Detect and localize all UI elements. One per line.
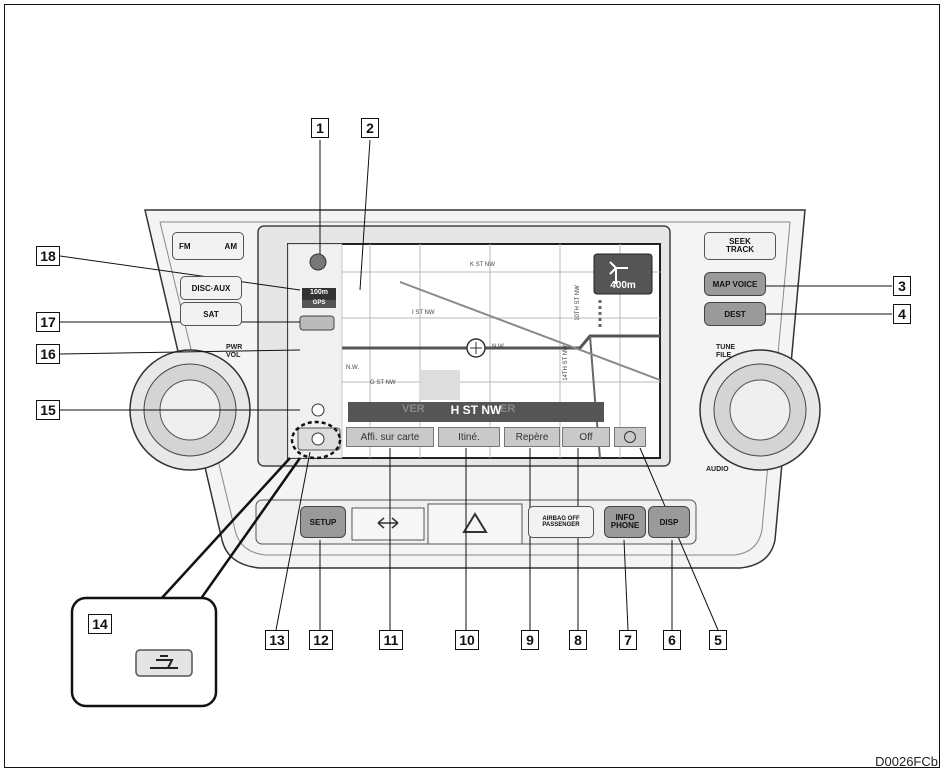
show-on-map-button[interactable]: Affi. sur carte — [346, 427, 434, 447]
street-label: N.W. — [492, 344, 505, 350]
street-label: 14TH ST NW — [562, 345, 569, 381]
audio-label: AUDIO — [706, 466, 729, 473]
route-button[interactable]: Itiné. — [438, 427, 500, 447]
disc-aux-button[interactable]: DISC·AUX — [180, 276, 242, 300]
callout-5: 5 — [709, 630, 727, 650]
callout-13: 13 — [265, 630, 289, 650]
bg-street-right: ER — [500, 403, 516, 415]
disp-button[interactable]: DISP — [648, 506, 690, 538]
callout-10: 10 — [455, 630, 479, 650]
callout-9: 9 — [521, 630, 539, 650]
street-label: N.W. — [346, 365, 359, 371]
am-label: AM — [224, 241, 237, 251]
fm-label: FM — [179, 241, 191, 251]
pwr-vol-label: PWR VOL — [226, 344, 243, 359]
turn-distance: 400m — [610, 280, 636, 291]
gps-label: GPS — [312, 300, 326, 306]
off-button[interactable]: Off — [562, 427, 610, 447]
callout-7: 7 — [619, 630, 637, 650]
callout-6: 6 — [663, 630, 681, 650]
sat-button[interactable]: SAT — [180, 302, 242, 326]
callout-2: 2 — [361, 118, 379, 138]
street-banner: H ST NW — [450, 403, 502, 417]
callout-18: 18 — [36, 246, 60, 266]
callout-11: 11 — [379, 630, 403, 650]
info-phone-button[interactable]: INFO PHONE — [604, 506, 646, 538]
street-label: 10TH ST NW — [574, 285, 581, 321]
street-label: K ST NW — [470, 262, 495, 268]
map-scale: 100m — [310, 289, 328, 296]
callout-15: 15 — [36, 400, 60, 420]
marker-button[interactable]: Repère — [504, 427, 560, 447]
figure-code: D0026FCb — [875, 754, 938, 769]
setup-button[interactable]: SETUP — [300, 506, 346, 538]
dest-button[interactable]: DEST — [704, 302, 766, 326]
figure-frame — [4, 4, 940, 768]
callout-17: 17 — [36, 312, 60, 332]
street-label: G ST NW — [370, 380, 396, 386]
tune-file-label: TUNE FILE — [716, 344, 736, 359]
bg-street-left: VER — [402, 403, 425, 415]
seek-track-button[interactable]: SEEK TRACK — [704, 232, 776, 260]
airbag-indicator: AIRBAG OFF PASSENGER — [528, 506, 594, 538]
map-voice-button[interactable]: MAP VOICE — [704, 272, 766, 296]
callout-3: 3 — [893, 276, 911, 296]
callout-14: 14 — [88, 614, 112, 634]
callout-4: 4 — [893, 304, 911, 324]
passenger-label: PASSENGER — [542, 522, 580, 528]
callout-12: 12 — [309, 630, 333, 650]
street-label: I ST NW — [412, 310, 435, 316]
callout-16: 16 — [36, 344, 60, 364]
callout-1: 1 — [311, 118, 329, 138]
fm-am-button[interactable]: FM AM — [172, 232, 244, 260]
zoom-button[interactable] — [614, 427, 646, 447]
zoom-icon — [624, 431, 636, 443]
callout-8: 8 — [569, 630, 587, 650]
airbag-label: AIRBAG OFF — [542, 516, 580, 522]
